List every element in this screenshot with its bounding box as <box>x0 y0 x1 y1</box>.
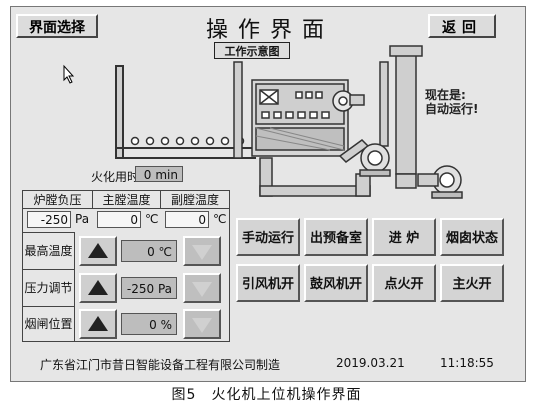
arrow-up-icon <box>88 280 108 295</box>
burner-fan-icon <box>332 90 365 112</box>
aux-temp-unit: ℃ <box>213 212 227 226</box>
arrow-up-icon <box>88 243 108 258</box>
main-temp-value: 0 <box>97 211 141 228</box>
aux-temp-label: 副膛温度 <box>161 191 229 209</box>
ignite-on-button[interactable]: 点火开 <box>372 264 436 302</box>
time-display: 11:18:55 <box>440 356 494 370</box>
figure-caption: 图5 火化机上位机操作界面 <box>171 387 362 403</box>
blower-fan-icon <box>359 143 391 177</box>
chimney-status-button[interactable]: 烟囱状态 <box>440 218 504 256</box>
damper-up-button[interactable] <box>79 309 117 339</box>
manufacturer-text: 广东省江门市昔日智能设备工程有限公司制造 <box>40 358 281 372</box>
max-temp-up-button[interactable] <box>79 236 117 266</box>
blower-on-button[interactable]: 鼓风机开 <box>304 264 368 302</box>
status-line-2: 自动运行! <box>425 102 479 116</box>
pressure-value: -250 Pa <box>121 277 177 299</box>
damper-down-button[interactable] <box>183 309 221 339</box>
prep-room-button[interactable]: 出预备室 <box>304 218 368 256</box>
diagram-label: 工作示意图 <box>214 42 290 59</box>
flue-duct <box>259 139 417 197</box>
damper-value: 0 % <box>121 313 177 335</box>
max-temp-down-button[interactable] <box>183 236 221 266</box>
pressure-down-button[interactable] <box>183 273 221 303</box>
status-line-1: 现在是: <box>425 88 466 102</box>
support-columns <box>233 45 423 175</box>
furnace-pressure-label: 炉膛负压 <box>23 191 93 209</box>
max-temp-label: 最高温度 <box>23 232 75 269</box>
fire-time-unit: min <box>155 168 178 182</box>
arrow-down-icon <box>192 282 212 297</box>
fire-time-value: 0 <box>143 168 152 182</box>
parameter-panel: 炉膛负压 主膛温度 副膛温度 -250 Pa 0 ℃ 0 ℃ 最高温度 压力调节… <box>22 190 230 342</box>
damper-position-label: 烟闸位置 <box>23 306 75 341</box>
arrow-down-icon <box>192 245 212 260</box>
pressure-adjust-label: 压力调节 <box>23 269 75 306</box>
arrow-down-icon <box>192 318 212 333</box>
main-temp-unit: ℃ <box>145 212 159 226</box>
run-status: 现在是: 自动运行! <box>425 88 505 116</box>
fire-time-label: 火化用时 <box>91 170 140 184</box>
date-display: 2019.03.21 <box>336 356 405 370</box>
furnace-pressure-unit: Pa <box>75 212 90 226</box>
induced-fan-on-button[interactable]: 引风机开 <box>236 264 300 302</box>
manual-run-button[interactable]: 手动运行 <box>236 218 300 256</box>
pressure-up-button[interactable] <box>79 273 117 303</box>
cremation-chamber <box>115 65 256 159</box>
page-title: 操作界面 <box>205 18 334 43</box>
enter-furnace-button[interactable]: 进 炉 <box>372 218 436 256</box>
aux-temp-value: 0 <box>165 211 209 228</box>
mouse-cursor-icon <box>63 64 75 84</box>
max-temp-value: 0 ℃ <box>121 240 177 262</box>
arrow-up-icon <box>88 316 108 331</box>
induced-fan-icon <box>417 165 463 199</box>
screen-select-button[interactable]: 界面选择 <box>16 14 98 38</box>
main-fire-on-button[interactable]: 主火开 <box>440 264 504 302</box>
furnace-pressure-value: -250 <box>27 211 71 228</box>
main-temp-label: 主膛温度 <box>93 191 161 209</box>
furnace-body <box>251 79 349 157</box>
back-button[interactable]: 返回 <box>428 14 496 38</box>
conveyor-rollers <box>130 136 245 146</box>
